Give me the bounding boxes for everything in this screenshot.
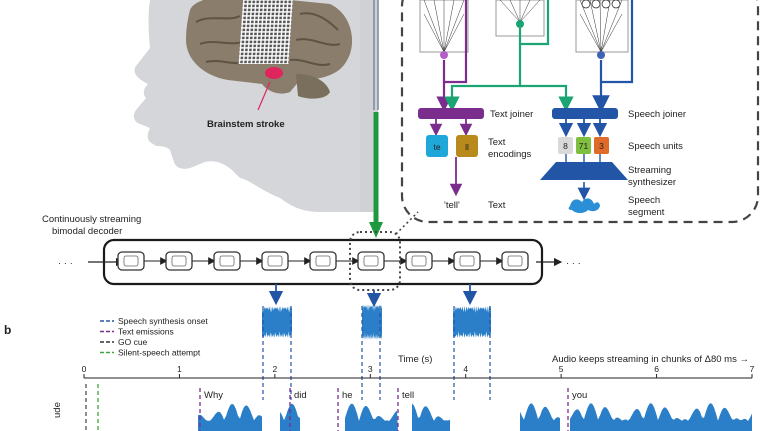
speech-burst — [453, 306, 491, 338]
shared-route-top — [518, 0, 550, 46]
text-encodings-label-1: Text — [488, 137, 506, 148]
token-ll-box — [456, 135, 478, 157]
decoder-cell — [261, 251, 289, 271]
synth-label-2: synthesizer — [628, 177, 676, 188]
time-axis-title: Time (s) — [398, 354, 432, 365]
emitted-word: tell — [402, 390, 414, 401]
speech-unit-2-box — [576, 137, 591, 154]
decoder-ellipsis-right: · · · — [566, 258, 581, 269]
speech-route-line — [599, 0, 634, 84]
waveform-segment — [345, 403, 398, 431]
speech-unit-3-text: 3 — [599, 141, 604, 151]
speech-network-icon — [575, 0, 629, 59]
time-tick-label: 1 — [177, 364, 182, 374]
waveform-segment — [520, 403, 560, 431]
shared-route-to-speech — [520, 84, 574, 112]
speech-unit-1-box — [558, 137, 573, 154]
decoder-cell — [213, 251, 241, 271]
token-te-text: te — [433, 142, 440, 152]
legend-entry: Silent-speech attempt — [118, 348, 201, 358]
decoder-cell — [309, 251, 337, 271]
text-route-line — [442, 0, 468, 84]
time-tick-label: 0 — [82, 364, 87, 374]
segment-label-1: Speech — [628, 195, 660, 206]
time-tick-label: 5 — [559, 364, 564, 374]
speech-unit-3-box — [594, 137, 609, 154]
synth-label-1: Streaming — [628, 165, 671, 176]
text-joiner-label: Text joiner — [490, 109, 533, 120]
neural-signal-arrowhead — [369, 222, 383, 238]
zoom-connector-line — [395, 211, 419, 235]
event-markers: Why did he tell you — [85, 384, 587, 431]
panel-a-zoom-box — [400, 0, 760, 224]
decoder-title-line1: Continuously streaming — [42, 214, 141, 225]
speech-joiner-bar — [552, 108, 618, 119]
text-network-icon — [419, 0, 469, 59]
time-tick-label: 3 — [368, 364, 373, 374]
token-te-box — [426, 135, 448, 157]
shared-network-icon — [495, 0, 545, 37]
units-to-synth-lines — [565, 154, 601, 162]
time-tick-label: 4 — [463, 364, 468, 374]
decoder-cell — [117, 251, 145, 271]
time-tick-label: 7 — [750, 364, 755, 374]
text-encodings-label-2: encodings — [488, 149, 532, 160]
streaming-note: Audio keeps streaming in chunks of Δ80 m… — [552, 354, 749, 365]
audio-waveform — [198, 403, 752, 431]
waveform-segment — [198, 403, 262, 431]
decoder-cell — [453, 251, 481, 271]
emitted-word: he — [342, 390, 353, 401]
decoder-cell — [501, 251, 529, 271]
decoder-cell — [357, 251, 385, 271]
speech-burst — [362, 304, 382, 340]
decoder-cell — [165, 251, 193, 271]
time-axis-ticks: 0 1 2 3 4 5 6 7 — [82, 364, 755, 378]
shared-route-to-text — [444, 44, 522, 112]
speech-unit-1-text: 8 — [563, 141, 568, 151]
emitted-word: you — [572, 390, 587, 401]
token-ll-text: ll — [465, 142, 469, 152]
text-joiner-bar — [418, 108, 484, 119]
waveform-segment — [570, 403, 752, 431]
zoom-highlight-cell — [349, 231, 401, 291]
speech-bursts — [262, 304, 491, 400]
streaming-synthesizer-shape — [540, 162, 628, 180]
text-output-word: 'tell' — [444, 200, 460, 211]
legend-entry: GO cue — [118, 337, 148, 347]
speech-burst — [262, 306, 292, 338]
brainstem-stroke-label: Brainstem stroke — [207, 119, 285, 130]
speech-segment-waveform-icon — [568, 198, 600, 213]
legend-entry: Speech synthesis onset — [118, 316, 208, 326]
speech-joiner-label: Speech joiner — [628, 109, 686, 120]
decoder-cells — [117, 251, 529, 271]
decoder-cell — [405, 251, 433, 271]
time-tick-label: 6 — [654, 364, 659, 374]
segment-label-2: segment — [628, 207, 665, 218]
legend-entry: Text emissions — [118, 327, 174, 337]
speech-unit-2-text: 71 — [579, 141, 589, 151]
emitted-word: did — [294, 390, 307, 401]
panel-b-label: b — [4, 323, 11, 337]
brain-illustration — [186, 0, 353, 111]
emitted-word: Why — [204, 390, 223, 401]
waveform-segment — [412, 403, 450, 431]
text-output-label: Text — [488, 200, 506, 211]
speech-units-label: Speech units — [628, 141, 683, 152]
decoder-title-line2: bimodal decoder — [52, 226, 122, 237]
decoder-ellipsis-left: · · · — [58, 258, 73, 269]
time-tick-label: 2 — [272, 364, 277, 374]
amplitude-axis-label: ude — [52, 402, 63, 418]
